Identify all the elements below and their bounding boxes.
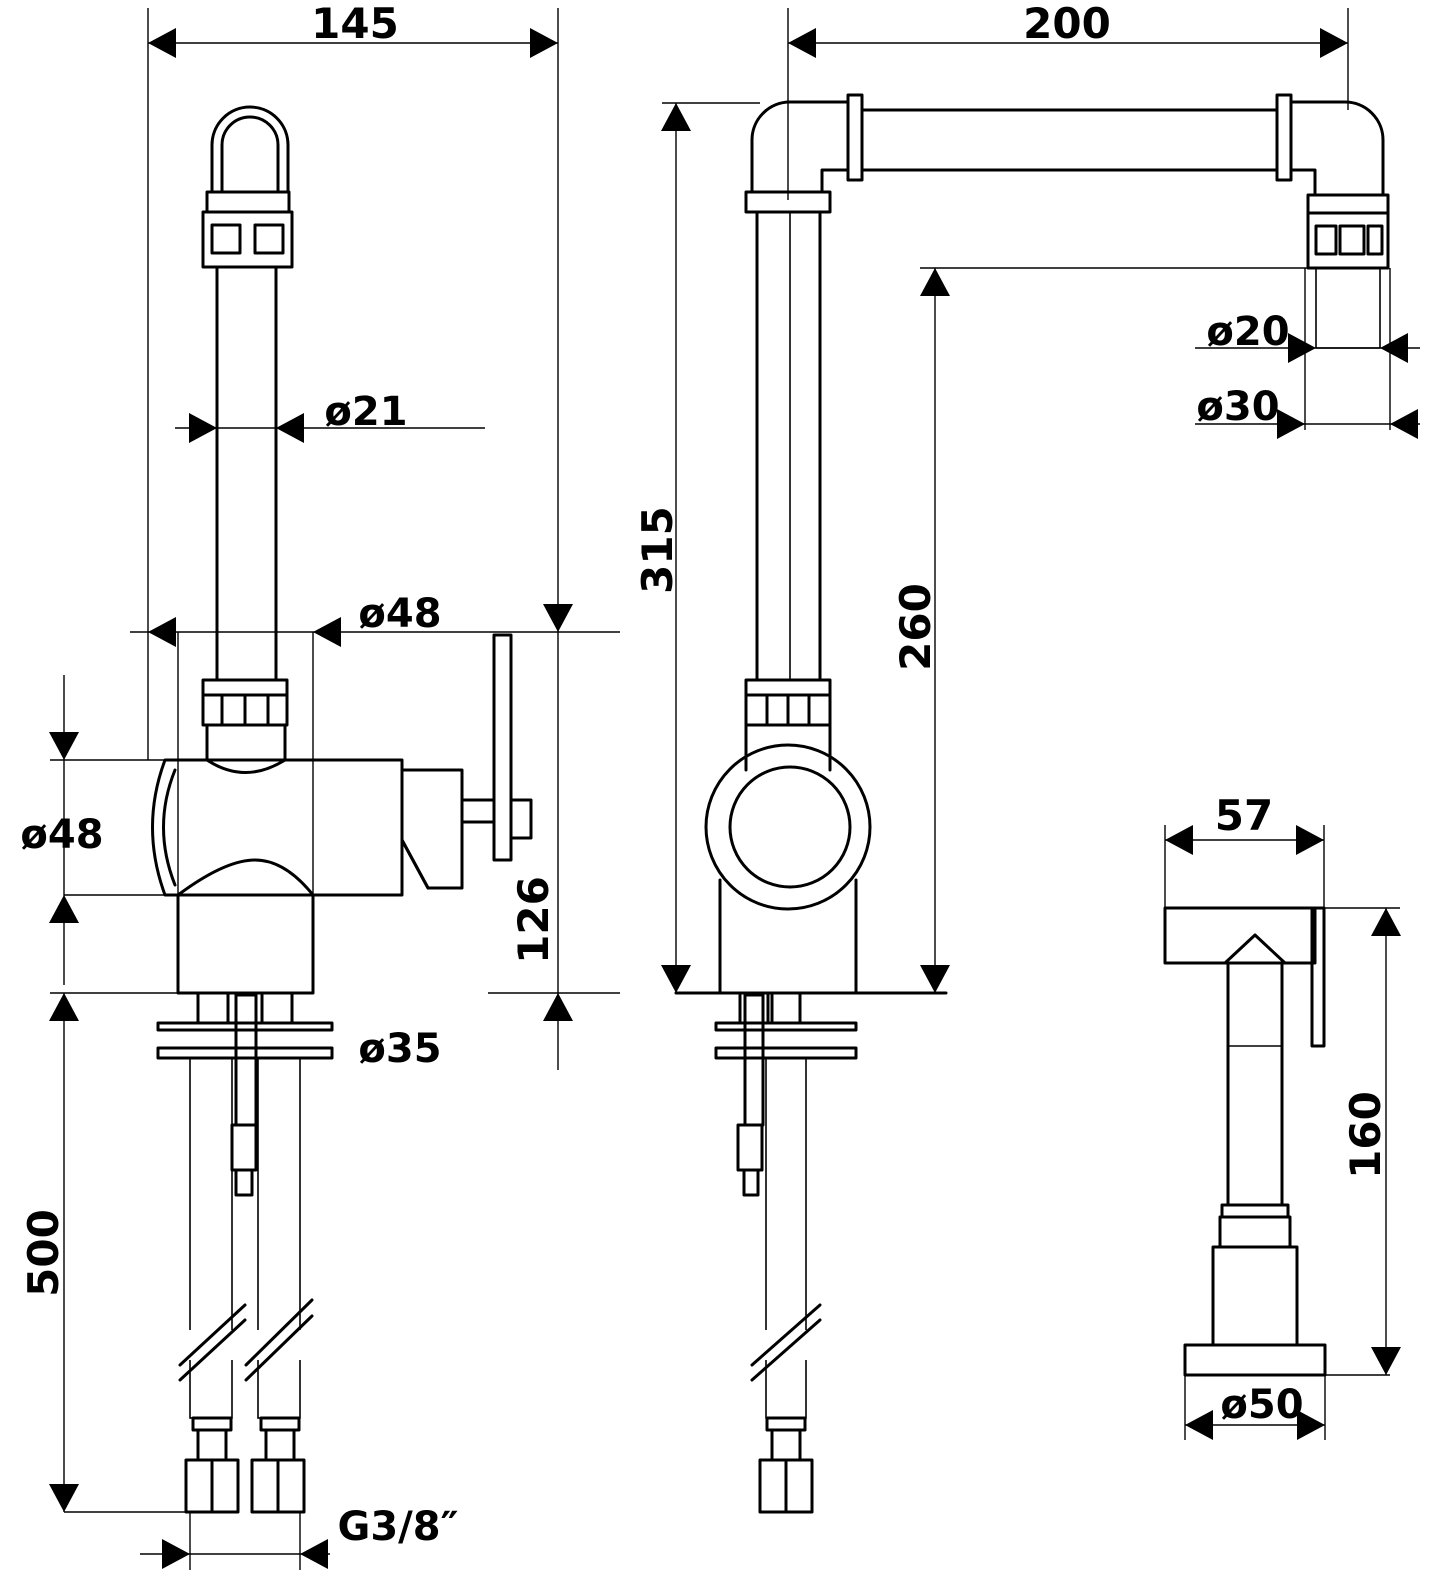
label-145: 145 [311, 0, 399, 48]
dimension-lines [49, 8, 1420, 1570]
label-outlet-outer-diameter: ø30 [1196, 384, 1279, 430]
label-mount-hole-diameter: ø35 [358, 1026, 441, 1072]
label-57: 57 [1215, 791, 1273, 840]
label-base-diameter: ø48 [358, 591, 441, 637]
label-500: 500 [19, 1209, 68, 1297]
label-spray-base-diameter: ø50 [1220, 1382, 1303, 1428]
hand-spray-view [1163, 906, 1327, 1377]
label-pipe-diameter: ø21 [324, 389, 407, 435]
label-200: 200 [1023, 0, 1111, 48]
label-260: 260 [891, 583, 940, 671]
label-outlet-inner-diameter: ø20 [1206, 309, 1289, 355]
faucet-side-view [674, 93, 1390, 1514]
label-315: 315 [633, 506, 682, 594]
dimension-labels: 145 200 ø21 ø48 ø48 126 315 260 ø20 ø30 … [19, 0, 1390, 1550]
label-126: 126 [509, 876, 558, 964]
faucet-front-view [151, 105, 533, 1514]
label-connector-thread: G3/8″ [338, 1504, 459, 1550]
label-160: 160 [1341, 1091, 1390, 1179]
label-body-diameter: ø48 [20, 812, 103, 858]
